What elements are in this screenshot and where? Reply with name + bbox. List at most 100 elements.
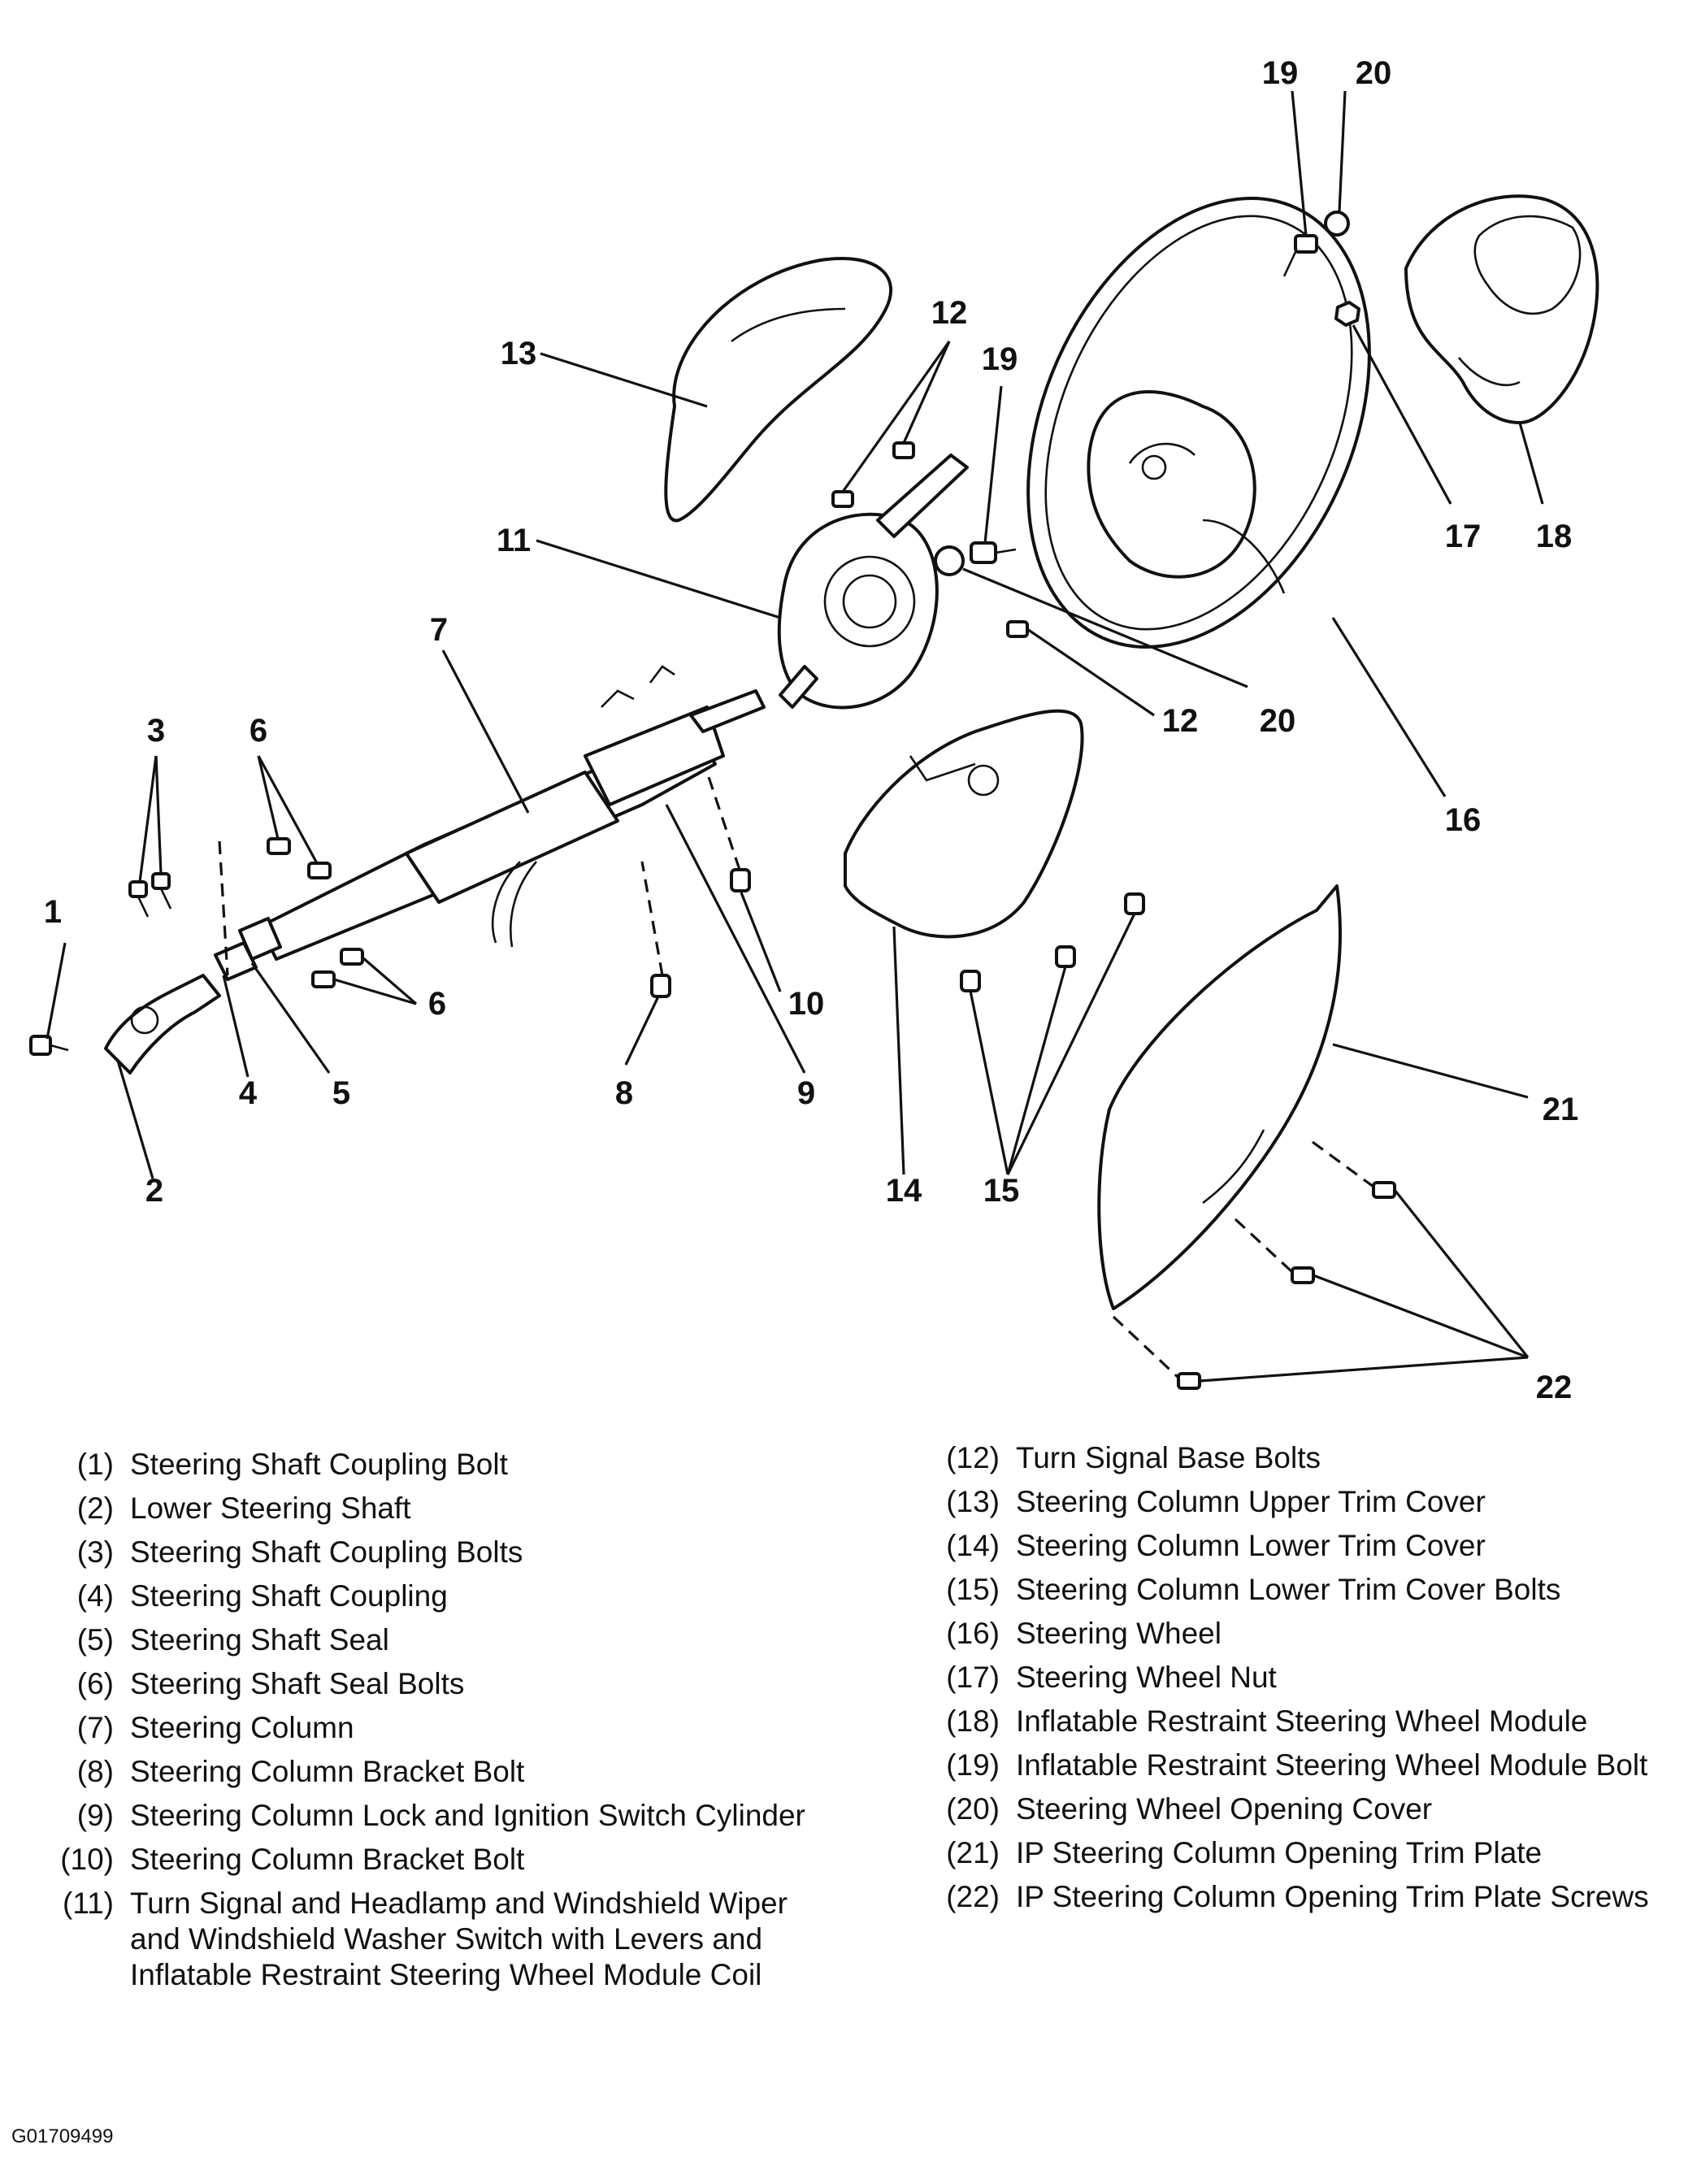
legend-item: (13) Steering Column Upper Trim Cover xyxy=(918,1484,1674,1520)
legend-ref: (19) xyxy=(946,1748,1000,1782)
callout-6-upper: 6 xyxy=(250,713,267,749)
legend-ref: (20) xyxy=(946,1792,1000,1826)
callout-9: 9 xyxy=(797,1075,815,1111)
legend-text: Steering Column Bracket Bolt xyxy=(130,1755,525,1788)
legend-text: Steering Column Bracket Bolt xyxy=(130,1843,525,1876)
legend-item: (3) Steering Shaft Coupling Bolts xyxy=(33,1535,845,1570)
legend-text: Steering Column Upper Trim Cover xyxy=(1016,1485,1486,1518)
callout-10: 10 xyxy=(788,986,825,1022)
coupling-bolt xyxy=(29,1035,69,1056)
legend-ref: (17) xyxy=(946,1661,1000,1694)
legend-item: (20) Steering Wheel Opening Cover xyxy=(918,1791,1674,1827)
legend-item: (1) Steering Shaft Coupling Bolt xyxy=(33,1447,845,1483)
legend-ref: (4) xyxy=(76,1579,114,1613)
callout-leaders xyxy=(46,90,1544,1383)
legend-text: Steering Column Lock and Ignition Switch… xyxy=(130,1799,805,1832)
legend-item: (22) IP Steering Column Opening Trim Plat… xyxy=(918,1879,1674,1915)
legend-item: (7) Steering Column xyxy=(33,1710,845,1746)
legend-text: Turn Signal and Headlamp and Windshield … xyxy=(130,1887,788,1991)
legend-item: (6)Steering Shaft Seal Bolts xyxy=(33,1666,845,1702)
callout-17: 17 xyxy=(1445,519,1482,554)
legend-ref: (7) xyxy=(76,1711,114,1744)
legend-text: Steering Shaft Seal Bolts xyxy=(130,1667,465,1700)
callout-3: 3 xyxy=(147,713,165,749)
legend-ref: (3) xyxy=(76,1535,114,1569)
legend-item: (11)Turn Signal and Headlamp and Windshi… xyxy=(33,1886,845,1993)
legend-text: IP Steering Column Opening Trim Plate Sc… xyxy=(1016,1880,1649,1913)
legend-ref: (12) xyxy=(946,1441,1000,1474)
legend-text: IP Steering Column Opening Trim Plate xyxy=(1016,1836,1543,1869)
parts-legend-left: (1) Steering Shaft Coupling Bolt (2) Lower… xyxy=(33,1447,845,2001)
legend-text: Steering Shaft Coupling xyxy=(130,1579,448,1613)
callout-19-upper: 19 xyxy=(1262,55,1299,91)
callout-12-upper: 12 xyxy=(931,295,968,331)
legend-text: Turn Signal Base Bolts xyxy=(1016,1441,1321,1474)
callout-20-upper: 20 xyxy=(1356,55,1392,91)
steering-shaft-seal xyxy=(238,917,282,961)
legend-text: Lower Steering Shaft xyxy=(130,1491,411,1525)
callout-21: 21 xyxy=(1543,1092,1579,1127)
callout-22: 22 xyxy=(1536,1370,1573,1405)
legend-item: (17) Steering Wheel Nut xyxy=(918,1660,1674,1696)
legend-item: (21)IP Steering Column Opening Trim Plat… xyxy=(918,1835,1674,1871)
callout-4: 4 xyxy=(239,1075,258,1111)
legend-item: (19)Inflatable Restraint Steering Wheel … xyxy=(918,1748,1674,1783)
legend-text: Steering Column xyxy=(130,1711,354,1744)
legend-ref: (18) xyxy=(946,1704,1000,1738)
module-bolt-left xyxy=(970,541,1017,564)
legend-text: Steering Shaft Coupling Bolt xyxy=(130,1448,508,1481)
steering-wheel xyxy=(1026,197,1371,649)
legend-ref: (8) xyxy=(76,1755,114,1788)
figure-id: G01709499 xyxy=(11,2125,114,2147)
seal-bolts xyxy=(267,837,364,988)
opening-cover-upper xyxy=(1324,211,1350,237)
legend-ref: (16) xyxy=(946,1617,1000,1650)
legend-text: Inflatable Restraint Steering Wheel Modu… xyxy=(1016,1704,1588,1738)
legend-ref: (22) xyxy=(946,1880,1000,1913)
multifunction-switch xyxy=(777,454,969,710)
legend-ref: (5) xyxy=(76,1623,114,1656)
legend-text: Steering Column Lower Trim Cover xyxy=(1016,1529,1486,1562)
callout-6-lower: 6 xyxy=(428,986,446,1022)
module-bolt-upper xyxy=(1282,234,1318,277)
legend-item: (15) Steering Column Lower Trim Cover Bol… xyxy=(918,1572,1674,1608)
legend-text: Steering Shaft Seal xyxy=(130,1623,389,1656)
callout-7: 7 xyxy=(430,612,448,648)
parts-legend-right: (12) Turn Signal Base Bolts (13) Steering … xyxy=(918,1440,1674,1923)
callout-14: 14 xyxy=(886,1173,922,1209)
legend-text: Steering Wheel Opening Cover xyxy=(1016,1792,1433,1826)
steering-column xyxy=(258,665,766,961)
legend-ref: (10) xyxy=(60,1843,114,1876)
legend-text: Steering Wheel Nut xyxy=(1016,1661,1277,1694)
legend-item: (4) Steering Shaft Coupling xyxy=(33,1578,845,1614)
bracket-bolt-10 xyxy=(730,868,751,892)
legend-item: (16)Steering Wheel xyxy=(918,1616,1674,1652)
legend-ref: (9) xyxy=(76,1799,114,1832)
legend-item: (18) Inflatable Restraint Steering Wheel … xyxy=(918,1704,1674,1739)
steering-wheel-nut xyxy=(1334,301,1360,327)
legend-item: (9) Steering Column Lock and Ignition Swi… xyxy=(33,1798,845,1834)
callout-5: 5 xyxy=(332,1075,350,1111)
legend-item: (8) Steering Column Bracket Bolt xyxy=(33,1754,845,1790)
legend-ref: (1) xyxy=(76,1448,114,1481)
legend-ref: (2) xyxy=(76,1491,114,1525)
callout-20-lower: 20 xyxy=(1260,703,1296,739)
coupling-bolts xyxy=(128,872,172,918)
legend-ref: (13) xyxy=(946,1485,1000,1518)
legend-item: (10) Steering Column Bracket Bolt xyxy=(33,1842,845,1878)
callout-12-lower: 12 xyxy=(1162,703,1199,739)
legend-text: Steering Shaft Coupling Bolts xyxy=(130,1535,523,1569)
alignment-lines xyxy=(218,771,1374,1379)
legend-text: Steering Column Lower Trim Cover Bolts xyxy=(1016,1573,1561,1606)
legend-ref: (14) xyxy=(946,1529,1000,1562)
callout-15: 15 xyxy=(983,1173,1020,1209)
legend-item: (2) Lower Steering Shaft xyxy=(33,1491,845,1526)
legend-item: (14) Steering Column Lower Trim Cover xyxy=(918,1528,1674,1564)
callout-18: 18 xyxy=(1536,519,1573,554)
legend-item: (12) Turn Signal Base Bolts xyxy=(918,1440,1674,1476)
legend-item: (5) Steering Shaft Seal xyxy=(33,1622,845,1658)
exploded-steering-column-diagram: 1 2 3 4 5 6 6 7 8 9 10 11 12 12 13 14 15… xyxy=(29,55,1599,1405)
legend-ref: (15) xyxy=(946,1573,1000,1606)
callout-8: 8 xyxy=(615,1075,633,1111)
bracket-bolt-8 xyxy=(650,974,671,998)
